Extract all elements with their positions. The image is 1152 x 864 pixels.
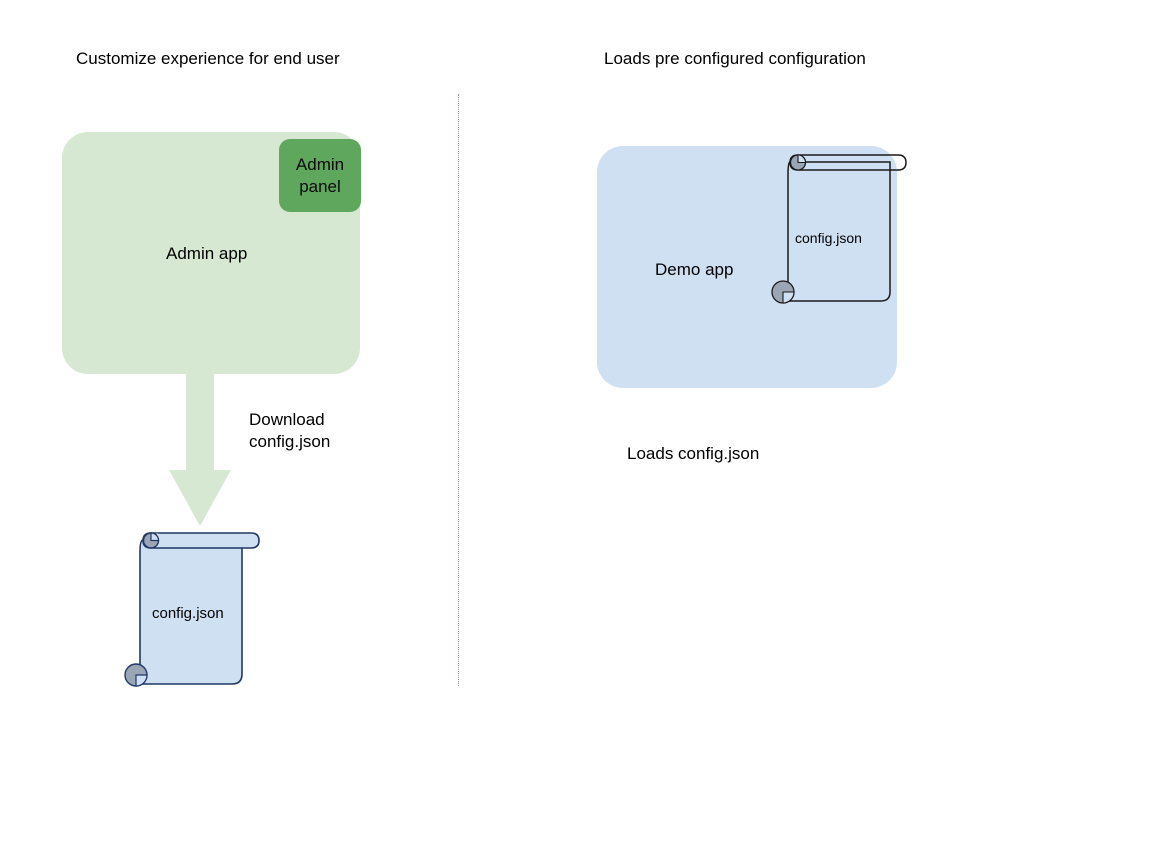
left-column-heading: Customize experience for end user xyxy=(76,49,340,68)
download-arrow-label-line1: Download xyxy=(249,410,325,429)
config-json-document-right[interactable] xyxy=(768,150,914,310)
config-json-document-left[interactable] xyxy=(118,526,266,692)
admin-panel-badge[interactable]: Admin panel xyxy=(279,139,361,212)
admin-app-label: Admin app xyxy=(166,244,248,263)
column-divider xyxy=(458,94,459,686)
loads-config-caption: Loads config.json xyxy=(627,444,760,463)
right-column-heading: Loads pre configured configuration xyxy=(604,49,866,68)
demo-app-label: Demo app xyxy=(655,260,734,279)
download-arrow-icon xyxy=(169,370,231,526)
download-arrow-label: Download config.json xyxy=(249,409,330,453)
admin-panel-badge-line1: Admin xyxy=(295,154,345,174)
demo-app-box[interactable] xyxy=(597,146,897,388)
download-arrow-label-line2: config.json xyxy=(249,432,331,451)
admin-panel-badge-line2: panel xyxy=(299,176,341,196)
